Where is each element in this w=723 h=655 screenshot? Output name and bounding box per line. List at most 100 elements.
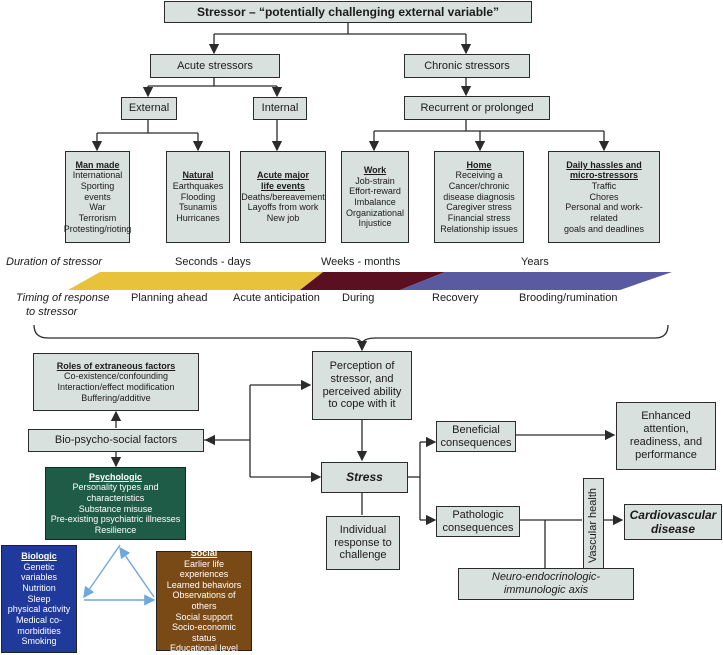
duration-label: Duration of stressor — [6, 256, 102, 268]
acute-major-item: Layoffs from work — [247, 202, 319, 213]
social-item: Earlier life experiences — [179, 558, 229, 580]
bio-psycho-social-label: Bio-psycho-social factors — [54, 434, 178, 447]
neuro-line: Neuro-endocrinologic- — [491, 571, 601, 584]
daily-hassles-box: Daily hassles and micro-stressors Traffi… — [548, 151, 660, 243]
psychologic-item: Personality types and characteristics — [72, 482, 159, 503]
enhanced-box: Enhanced attention, readiness, and perfo… — [616, 402, 716, 470]
biologic-item: Sleep — [27, 593, 51, 604]
timing-label: Timing of response — [16, 292, 110, 304]
social-item: Socio-economic status — [171, 622, 237, 643]
extraneous-item: Interaction/effect modification — [57, 382, 175, 392]
daily-item: Traffic — [591, 181, 617, 192]
enhanced-line: readiness, and — [629, 436, 703, 448]
extraneous-factors-box: Roles of extraneous factors Co-existence… — [33, 353, 199, 411]
psychologic-item: Pre-existing psychiatric illnesses — [50, 514, 181, 525]
biologic-box: Biologic Genetic variables Nutrition Sle… — [1, 545, 77, 653]
psychologic-item: Resilience — [94, 524, 137, 535]
home-item: Relationship issues — [440, 223, 518, 234]
acute-major-title2: life events — [260, 181, 306, 192]
work-item: Job-strain — [355, 175, 395, 186]
perception-line: stressor, and — [330, 372, 394, 385]
home-item: disease diagnosis — [443, 191, 515, 202]
beneficial-line: consequences — [440, 436, 512, 449]
timing-planning: Planning ahead — [131, 292, 208, 304]
work-item: Imbalance — [354, 197, 396, 207]
man-made-item: Protesting/rioting — [63, 223, 132, 234]
social-item: Observations of others — [172, 590, 236, 611]
duration-band-purple — [400, 272, 672, 290]
work-title: Work — [363, 165, 387, 176]
timing-label-2: to stressor — [26, 306, 78, 318]
biologic-item: physical activity — [7, 604, 71, 615]
duration-weeks: Weeks - months — [321, 256, 401, 268]
biologic-title: Biologic — [21, 551, 57, 562]
pathologic-line: Pathologic — [452, 508, 504, 521]
perception-line: perceived ability — [322, 385, 402, 398]
daily-item: Personal and work-related — [565, 202, 643, 223]
recurrent-box: Recurrent or prolonged — [404, 96, 550, 120]
vascular-health-box: Vascular health — [583, 478, 604, 573]
enhanced-line: performance — [635, 448, 697, 461]
stressor-label: Stressor – “potentially challenging exte… — [196, 4, 500, 19]
individual-line: challenge — [339, 549, 387, 562]
natural-item: Hurricanes — [176, 212, 220, 223]
timing-anticipation: Acute anticipation — [233, 292, 320, 304]
acute-stressors-box: Acute stressors — [150, 54, 280, 78]
work-item: Injustice — [358, 218, 392, 229]
man-made-title: Man made — [75, 159, 120, 170]
timing-during: During — [342, 292, 375, 304]
individual-line: Individual — [339, 523, 387, 536]
natural-item: Tsunamis — [178, 202, 217, 213]
external-box: External — [121, 97, 177, 120]
man-made-item: Sporting events — [80, 181, 115, 202]
stressor-box: Stressor – “potentially challenging exte… — [164, 1, 532, 23]
internal-box: Internal — [253, 97, 307, 120]
duration-years: Years — [521, 256, 549, 268]
social-item: Learned behaviors — [166, 579, 242, 590]
home-item: Caregiver stress — [446, 202, 512, 213]
timing-brooding: Brooding/rumination — [519, 292, 618, 304]
man-made-item: War — [89, 202, 106, 213]
duration-seconds: Seconds - days — [175, 256, 251, 268]
natural-item: Flooding — [180, 191, 216, 202]
stress-label: Stress — [346, 470, 383, 485]
daily-title2: micro-stressors — [569, 170, 639, 181]
social-box: Social Earlier life experiences Learned … — [156, 548, 252, 653]
chronic-stressors-label: Chronic stressors — [424, 59, 510, 72]
acute-major-item: Deaths/bereavement — [241, 191, 325, 202]
cardiovascular-disease-box: Cardiovascular disease — [624, 504, 722, 540]
biologic-item: morbidities — [17, 625, 61, 636]
bio-psycho-social-box: Bio-psycho-social factors — [28, 429, 204, 452]
biologic-item: Smoking — [21, 636, 57, 647]
home-item: Financial stress — [447, 212, 511, 223]
individual-line: response to — [334, 536, 392, 549]
man-made-item: Terrorism — [78, 212, 117, 223]
biologic-item: Nutrition — [22, 583, 56, 594]
work-item: Effort-reward — [349, 186, 401, 197]
home-item: Cancer/chronic — [448, 181, 510, 192]
acute-major-title: Acute major — [256, 170, 309, 181]
acute-stressors-label: Acute stressors — [177, 59, 253, 72]
man-made-box: Man made International Sporting events W… — [63, 151, 132, 243]
enhanced-line: attention, — [643, 423, 689, 436]
vascular-health-label: Vascular health — [587, 487, 600, 564]
timing-recovery: Recovery — [432, 292, 479, 304]
extraneous-title: Roles of extraneous factors — [56, 360, 176, 371]
man-made-item: International — [72, 170, 123, 181]
extraneous-item: Co-existence/confounding — [63, 371, 169, 382]
external-label: External — [128, 102, 170, 115]
perception-box: Perception of stressor, and perceived ab… — [312, 351, 412, 420]
perception-line: to cope with it — [328, 398, 396, 411]
psychologic-box: Psychologic Personality types and charac… — [45, 467, 186, 540]
chronic-stressors-box: Chronic stressors — [404, 54, 530, 78]
work-item: Organizational — [345, 207, 405, 218]
social-item: Social support — [175, 611, 233, 622]
home-item: Receiving a — [455, 170, 503, 181]
duration-band-yellow — [68, 272, 323, 290]
duration-band-maroon — [300, 272, 445, 290]
pathologic-box: Pathologic consequences — [436, 506, 520, 537]
work-box: Work Job-strain Effort-reward Imbalance … — [341, 151, 409, 243]
neuro-line: immunologic axis — [503, 584, 589, 596]
internal-label: Internal — [261, 102, 299, 115]
